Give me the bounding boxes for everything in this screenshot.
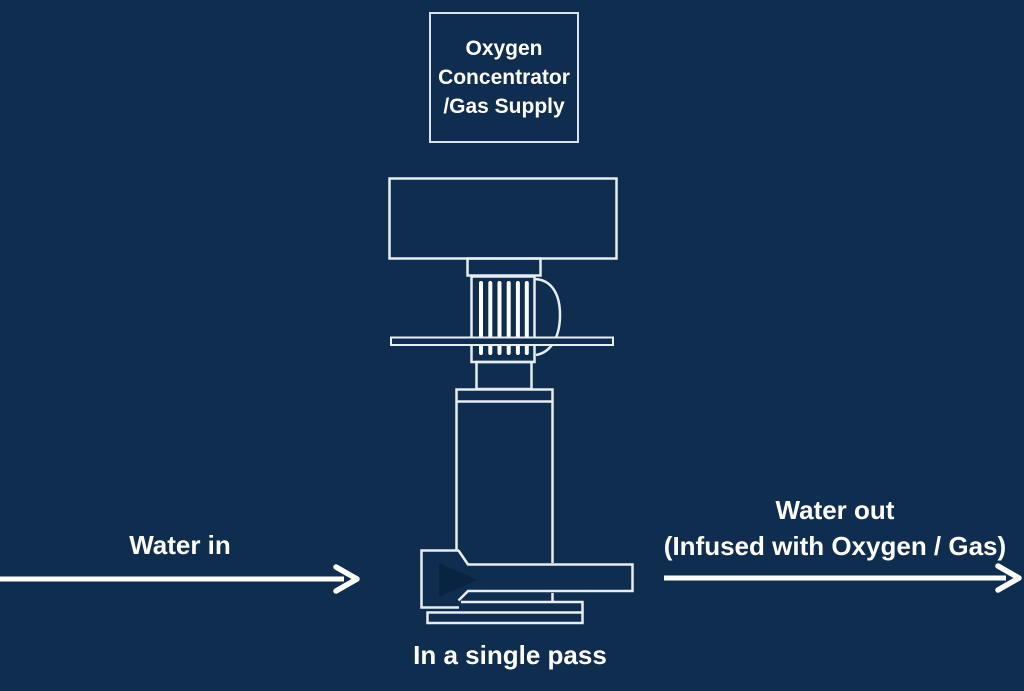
gas-supply-box: Oxygen Concentrator /Gas Supply (429, 12, 579, 143)
water-in-label: Water in (129, 530, 231, 560)
gas-supply-label-line3: /Gas Supply (443, 95, 565, 118)
lower-connector (475, 360, 533, 391)
water-out-label: Water out (Infused with Oxygen / Gas) (646, 492, 1024, 564)
outlet-elbow-block (420, 549, 459, 609)
water-in-arrow (0, 564, 360, 594)
single-pass-label: In a single pass (413, 640, 607, 670)
mounting-plate (390, 336, 614, 346)
water-out-arrow (664, 563, 1022, 593)
flow-nozzle-triangle (439, 563, 478, 597)
step-bracket (461, 600, 584, 612)
infusion-chamber (455, 388, 554, 563)
water-out-label-line2: (Infused with Oxygen / Gas) (663, 531, 1007, 561)
device-handle (534, 277, 562, 357)
gas-supply-label-line1: Oxygen (465, 37, 543, 60)
water-out-label-line1: Water out (775, 495, 895, 525)
base-plate (426, 611, 584, 625)
device-neck-connector (466, 257, 542, 277)
outlet-pipe (457, 549, 634, 602)
device-top-head (388, 177, 618, 260)
gas-supply-label-line2: Concentrator (438, 66, 570, 89)
